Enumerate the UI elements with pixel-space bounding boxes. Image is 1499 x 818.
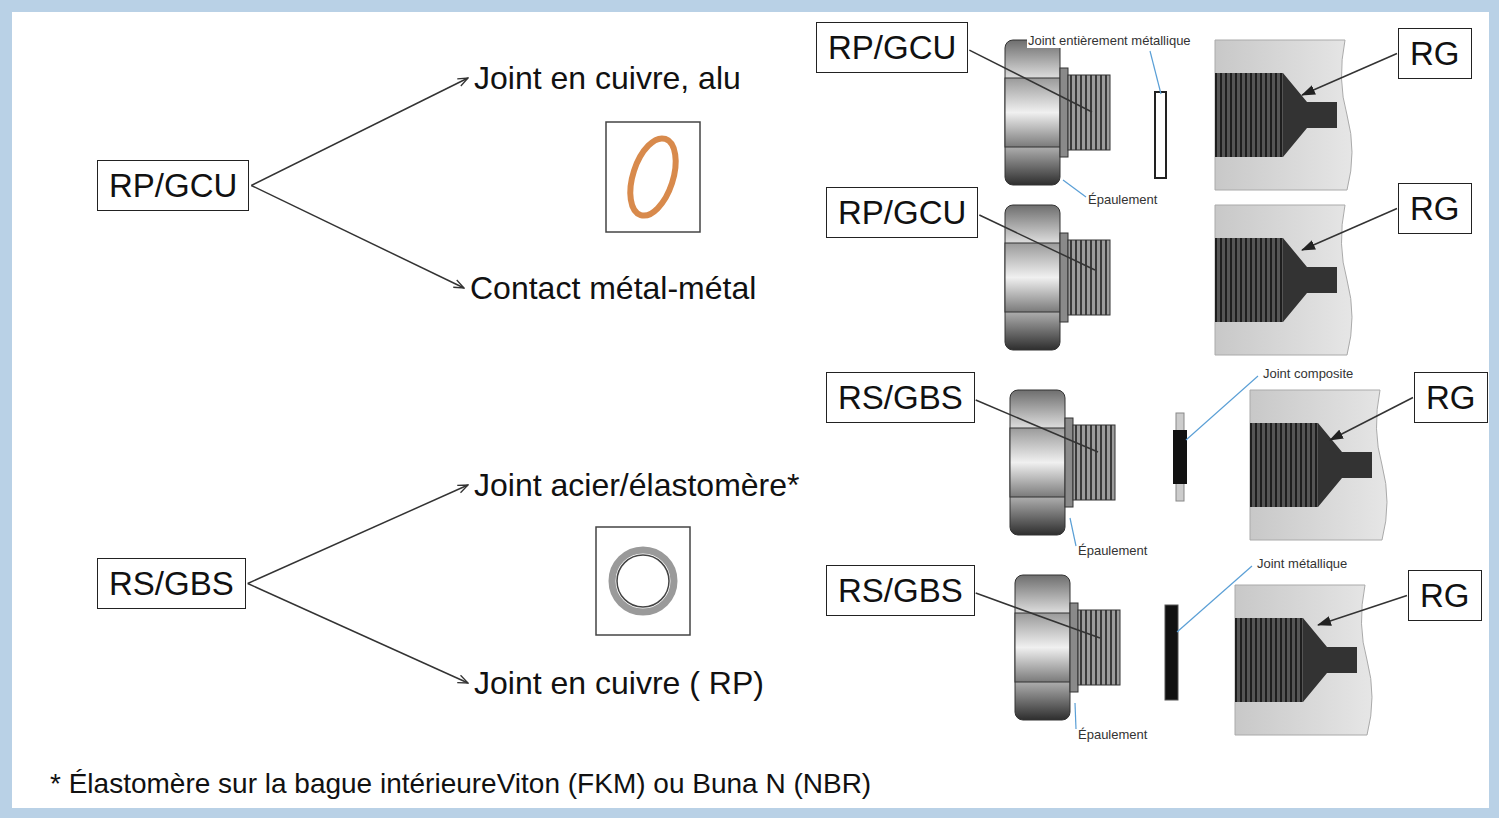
branch-arrow	[248, 584, 468, 684]
male-fitting	[1010, 390, 1115, 535]
leader-line	[1318, 596, 1407, 626]
callout-label: Joint métallique	[1256, 556, 1348, 571]
label-box: RG	[1398, 183, 1472, 234]
female-port	[1215, 40, 1352, 190]
leader-line	[976, 593, 1100, 638]
box-text: RG	[1426, 379, 1476, 416]
branch-label: Joint en cuivre, alu	[474, 60, 741, 96]
label-box: RP/GCU	[97, 160, 249, 211]
leader-line	[969, 50, 1092, 112]
label-box: RS/GBS	[826, 372, 975, 423]
copper-ring	[622, 133, 685, 221]
callout-line	[1177, 566, 1252, 632]
label-box: RG	[1408, 570, 1482, 621]
label-box: RP/GCU	[826, 187, 978, 238]
icon-frame	[606, 122, 700, 232]
callout-line	[1063, 180, 1086, 197]
composite-washer	[1173, 430, 1187, 484]
box-text: RG	[1410, 35, 1460, 72]
male-fitting	[1005, 40, 1110, 185]
callout-label: Épaulement	[1077, 543, 1148, 558]
box-text: RS/GBS	[838, 572, 963, 609]
box-text: RP/GCU	[828, 29, 956, 66]
box-text: RP/GCU	[109, 167, 237, 204]
branch-arrow	[248, 485, 468, 584]
leader-line	[1330, 398, 1413, 441]
box-text: RG	[1420, 577, 1470, 614]
leader-line	[1302, 209, 1397, 251]
box-text: RG	[1410, 190, 1460, 227]
label-box: RS/GBS	[97, 558, 246, 609]
metal-washer	[1165, 605, 1178, 700]
male-fitting	[1015, 575, 1120, 720]
branch-arrow	[251, 186, 464, 289]
box-text: RP/GCU	[838, 194, 966, 231]
steel-ring	[612, 550, 674, 612]
male-fitting	[1005, 205, 1110, 350]
female-port	[1250, 390, 1387, 540]
label-box: RS/GBS	[826, 565, 975, 616]
steel-ring-inner	[617, 555, 669, 607]
leader-line	[1302, 54, 1397, 96]
footnote: * Élastomère sur la bague intérieureVito…	[50, 768, 871, 800]
box-text: RS/GBS	[109, 565, 234, 602]
branch-label: Joint acier/élastomère*	[474, 467, 799, 503]
female-port	[1215, 205, 1352, 355]
callout-label: Joint entièrement métallique	[1027, 33, 1192, 48]
callout-label: Joint composite	[1262, 366, 1354, 381]
branch-arrow	[251, 78, 468, 186]
callout-label: Épaulement	[1087, 192, 1158, 207]
callout-line	[1075, 703, 1076, 729]
callout-line	[1150, 51, 1161, 94]
callout-line	[1186, 376, 1258, 440]
icon-frame	[596, 527, 690, 635]
leader-line	[979, 215, 1095, 270]
female-port	[1235, 585, 1372, 735]
label-box: RG	[1398, 28, 1472, 79]
branch-label: Contact métal-métal	[470, 270, 756, 306]
leader-line	[976, 400, 1098, 452]
box-text: RS/GBS	[838, 379, 963, 416]
branch-label: Joint en cuivre ( RP)	[474, 665, 764, 701]
callout-label: Épaulement	[1077, 727, 1148, 742]
label-box: RG	[1414, 372, 1488, 423]
callout-line	[1070, 518, 1076, 546]
label-box: RP/GCU	[816, 22, 968, 73]
metal-washer	[1155, 92, 1166, 178]
